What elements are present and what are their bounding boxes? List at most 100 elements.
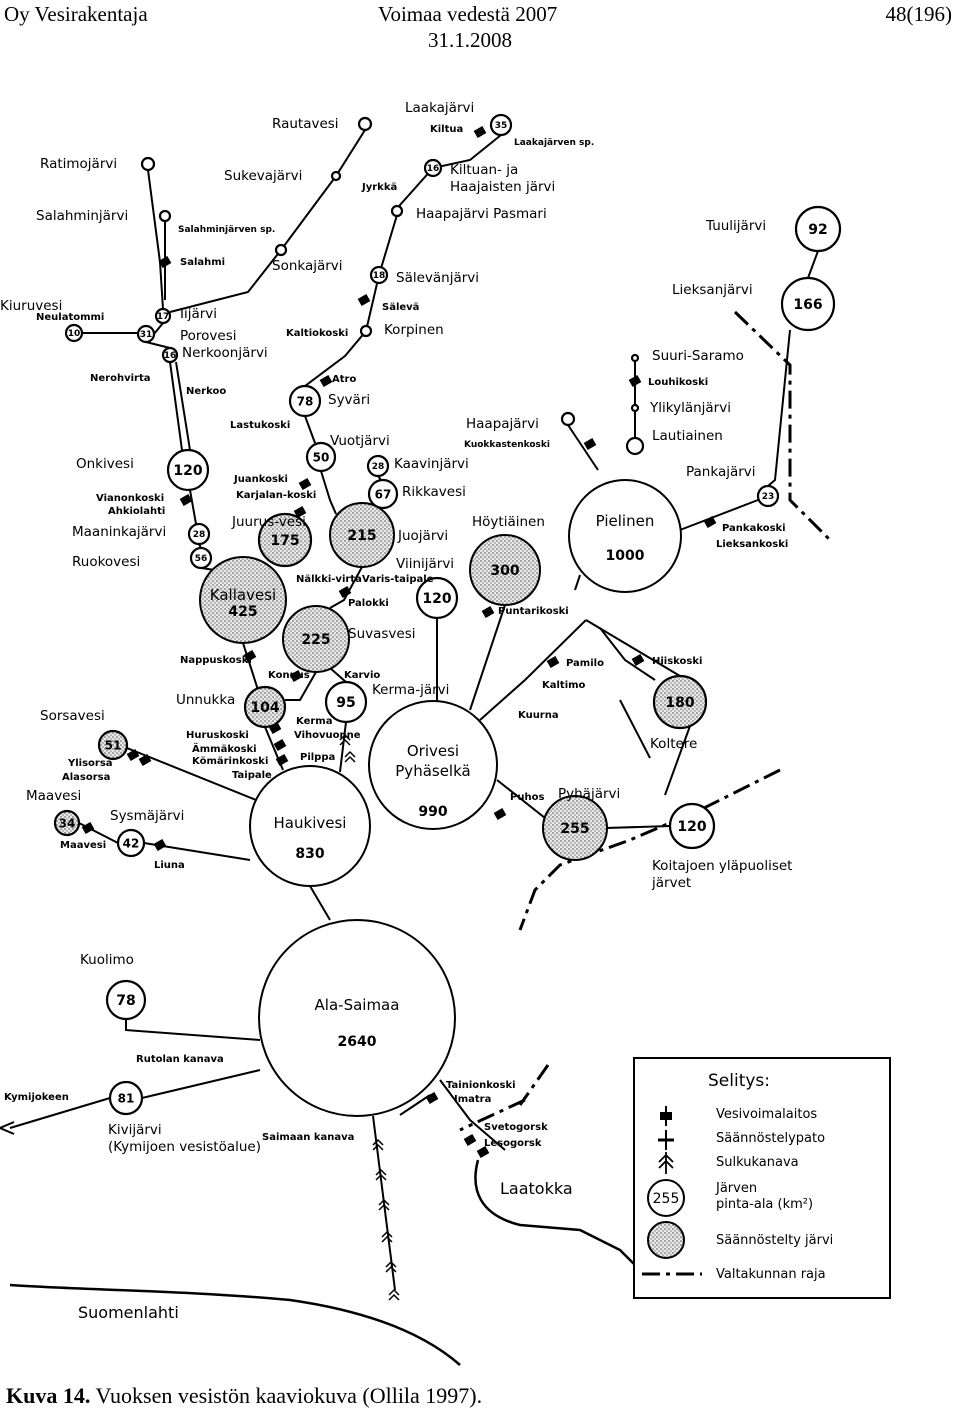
lake-area-juurusvesi: 175 [270,533,299,549]
lake-circle-kallavesi [199,556,287,644]
lake-circle-suurisaramo [630,353,640,363]
lake-name-haapajarvi_pasmari: Haapajärvi Pasmari [416,206,547,222]
lake-circle-korpinen [359,324,373,338]
waterway-8 [169,361,183,451]
lake-area-unnukka: 104 [250,700,279,716]
waterway-33 [242,642,259,691]
place-label: Pilppa [300,752,335,763]
place-label: Maavesi [60,840,106,851]
lake-area-kiltuan: 16 [427,164,440,174]
lake-circle-haukivesi [249,765,371,887]
waterway-22 [767,329,791,487]
waterway-9 [304,415,316,444]
lake-name-rikkavesi: Rikkavesi [402,484,466,500]
power-plant-icon [268,722,282,734]
waterway-6 [145,341,171,349]
waterway-12 [189,489,197,525]
power-plant-icon [293,506,307,518]
legend-sample-value: 255 [653,1191,680,1207]
place-label: Kiltua [430,124,463,135]
power-plant-icon [357,294,371,306]
power-plant-icon [138,754,152,766]
lake-area-iijarvi: 17 [157,312,170,322]
lake-circle-laakajarvi [489,113,513,137]
national-border-3 [518,1064,550,1106]
legend-label: Vesivoimalaitos [716,1107,817,1122]
header-left: Oy Vesirakentaja [4,2,148,26]
lake-name-viinijarvi: Viinijärvi [396,556,454,572]
lake-circle-haapajarvi2 [560,411,576,427]
lake-name-haukivesi: Haukivesi [274,814,347,832]
place-label: Nerohvirta [90,373,150,384]
national-border-1 [518,768,781,931]
lake-area-syvari: 78 [297,394,314,408]
waterway-44 [372,1115,396,1291]
lake-name-koitajoki: järvet [651,875,691,891]
waterway-42 [141,1069,261,1099]
place-label: Kymijokeen [4,1092,69,1103]
lake-area-orivesi: 990 [418,804,447,820]
waterway-0 [169,129,366,313]
power-plant-icon [273,739,287,751]
place-label: Suomenlahti [78,1303,179,1322]
lake-area-juojarvi: 215 [347,528,376,544]
waterway-5 [153,322,164,335]
power-plant-icon [289,670,303,682]
header-date: 31.1.2008 [428,28,512,52]
lake-circle-hoytiainen [469,534,541,606]
lake-name-iijarvi: Iijärvi [180,306,217,322]
canal-icon [339,733,351,746]
legend-box [633,1057,891,1299]
lake-circle-tuulijarvi [794,205,842,253]
waterway-24 [574,574,581,591]
lake-name-koltere: Koltere [650,736,697,752]
lake-area-vuotjarvi: 50 [313,450,330,464]
power-plant-icon [481,606,495,618]
place-label: Alasorsa [62,772,110,783]
canal-icon [658,1152,674,1174]
place-label: Neulatommi [36,312,104,323]
lake-name-pankajarvi: Pankajärvi [686,464,756,480]
lake-circle-lieksanjarvi [780,276,836,332]
place-label: Nerkoo [186,386,226,397]
waterway-31 [605,825,671,829]
lake-name-kiltuan: Haajaisten järvi [450,179,555,195]
lake-name-orivesi: Orivesi [407,742,459,760]
place-label: Saimaan kanava [262,1132,354,1143]
place-label: Jyrkkä [361,182,397,193]
place-label: Atro [332,374,356,385]
lake-name-maaninkajarvi: Maaninkajärvi [72,524,166,540]
lake-circle-alasaimaa [258,919,456,1117]
lake-name-salevanjarvi: Sälevänjärvi [396,270,479,286]
lake-area-maaninkajarvi: 28 [193,530,206,540]
place-label: Ahkiolahti [108,506,165,517]
lake-area-rikkavesi: 67 [375,487,392,501]
lake-circle-syvari [288,384,322,418]
lake-name-laakajarvi: Laakajärvi [405,100,474,116]
lake-name-tuulijarvi: Tuulijärvi [705,218,766,234]
lake-circle-nerkoonjarvi [161,346,179,364]
lake-name-orivesi: Pyhäselkä [395,762,470,780]
lake-name-kivijarvi: Kivijärvi [108,1122,162,1138]
waterway-43 [9,1097,111,1129]
place-label: Kuurna [518,710,559,721]
canal-icon [388,1288,400,1301]
outflow-arrow [0,1121,15,1135]
place-label: Vianonkoski [96,493,164,504]
lake-circle-rikkavesi [367,478,399,510]
lake-area-ruokovesi: 56 [195,554,208,564]
legend-label: Järven [715,1181,757,1196]
lake-name-syvari: Syväri [328,392,370,408]
header-right: 48(196) [885,2,953,26]
lake-name-sorsavesi: Sorsavesi [40,708,105,724]
lake-circle-maavesi [53,809,81,837]
place-label: Nälkki-virta [296,574,362,585]
waterway-34 [285,671,317,701]
lake-name-kiltuan: Kiltuan- ja [450,162,518,178]
waterway-30 [496,779,546,819]
lake-area-icon [647,1179,685,1217]
waterway-10 [320,470,337,515]
lake-name-syvajarvi: Sysmäjärvi [110,808,184,824]
power-plant-icon [463,1134,477,1146]
